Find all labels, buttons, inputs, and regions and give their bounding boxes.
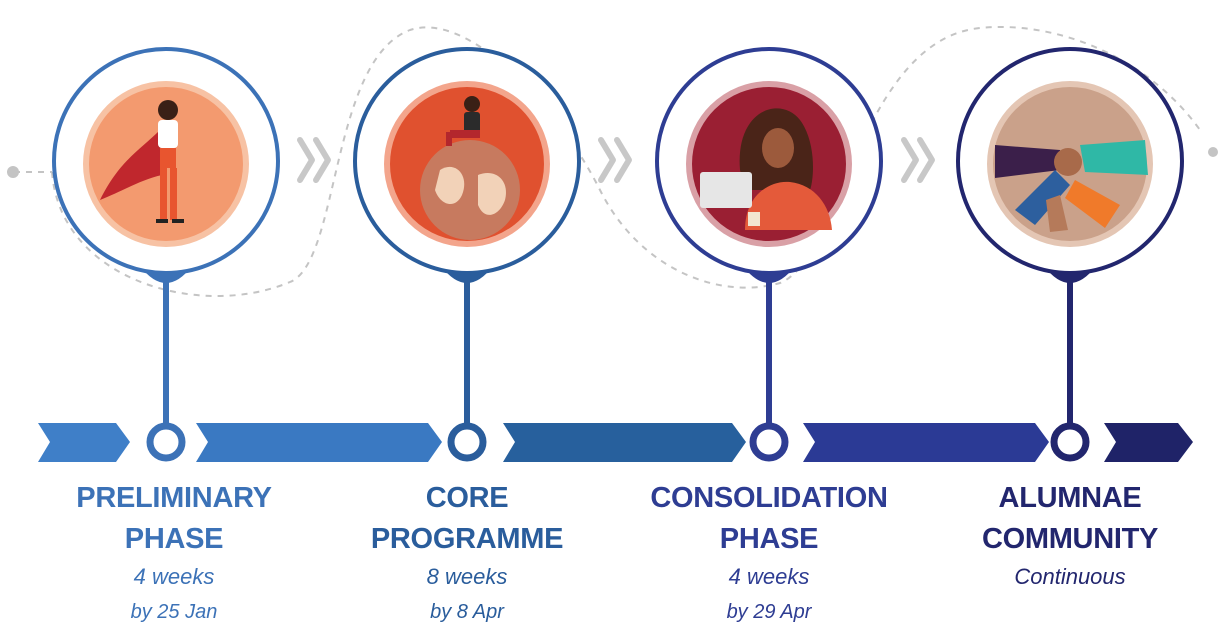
phase-1-title-line1: PRELIMINARY — [76, 482, 272, 514]
phase-4-title-line1: ALUMNAE — [998, 482, 1142, 514]
phase-1-title-line2: PHASE — [124, 523, 224, 555]
joined-hands-icon — [987, 81, 1153, 247]
woman-with-laptop-icon — [686, 81, 852, 247]
phase-2-label: CORE PROGRAMME 8 weeks by 8 Apr — [317, 478, 617, 630]
arrow-marks-2 — [598, 137, 632, 183]
phase-1-duration: 4 weeks — [133, 564, 215, 589]
phase-1-deadline: by 25 Jan — [130, 601, 218, 623]
path-end-dot — [1208, 147, 1218, 157]
chevron-segment-5 — [1104, 423, 1193, 462]
phase-3-title-line2: PHASE — [719, 523, 819, 555]
phase-1-label: PRELIMINARY PHASE 4 weeks by 25 Jan — [24, 478, 324, 630]
superhero-woman-icon — [83, 81, 249, 247]
chevron-segment-2 — [196, 423, 442, 462]
phase-3-title-line1: CONSOLIDATION — [650, 482, 888, 514]
arrow-marks-3 — [901, 137, 935, 183]
phase-2-deadline: by 8 Apr — [430, 601, 504, 623]
phase-2-duration: 8 weeks — [426, 564, 508, 589]
phase-4-label: ALUMNAE COMMUNITY Continuous — [920, 478, 1219, 594]
arrow-marks-1 — [297, 137, 331, 183]
phase-4-duration: Continuous — [1014, 564, 1126, 589]
chevron-segment-4 — [803, 423, 1049, 462]
phase-2-title-line2: PROGRAMME — [370, 523, 564, 555]
phase-2-title-line1: CORE — [425, 482, 509, 514]
phase-3-label: CONSOLIDATION PHASE 4 weeks by 29 Apr — [619, 478, 919, 630]
dashed-connector-path — [14, 26, 1201, 297]
phase-3-duration: 4 weeks — [728, 564, 810, 589]
woman-on-globe-icon — [384, 81, 550, 247]
path-start-dot — [7, 166, 19, 178]
phase-3-deadline: by 29 Apr — [726, 601, 812, 623]
phase-4-title-line2: COMMUNITY — [981, 523, 1159, 555]
chevron-segment-3 — [503, 423, 746, 462]
chevron-segment-1 — [38, 423, 130, 462]
